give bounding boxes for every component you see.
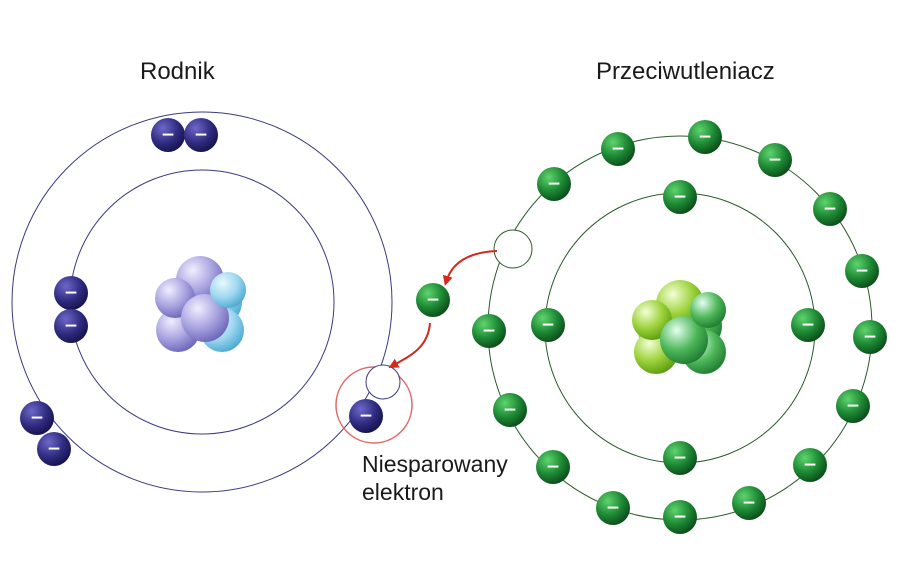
radical-electron: −	[54, 276, 88, 310]
antioxidant-vacancy	[493, 229, 533, 269]
antioxidant-atom: − − − − − − − − − − − − − − − − − − −	[472, 120, 887, 534]
antioxidant-title: Przeciwutleniacz	[596, 58, 775, 85]
antioxidant-inner-electron: −	[663, 441, 697, 475]
electron-sign: −	[541, 315, 555, 335]
radical-outer-orbit	[11, 111, 393, 493]
unpaired-electron: −	[349, 399, 383, 433]
radical-electron: −	[151, 118, 185, 152]
transfer-arrow-to-radical	[388, 322, 431, 368]
unpaired-label-line2: elektron	[362, 479, 444, 505]
radical-electron: −	[37, 432, 71, 466]
antioxidant-outer-electron: −	[758, 143, 792, 177]
donated-electron: −	[416, 283, 450, 317]
electron-sign: −	[863, 327, 877, 347]
antioxidant-outer-electron: −	[836, 389, 870, 423]
electron-sign: −	[606, 498, 620, 518]
electron-sign: −	[742, 493, 756, 513]
electron-sign: −	[855, 261, 869, 281]
antioxidant-outer-electron: −	[688, 120, 722, 154]
electron-sign: −	[673, 507, 687, 527]
electron-sign: −	[64, 316, 78, 336]
antioxidant-outer-electron: −	[813, 192, 847, 226]
electron-sign: −	[673, 187, 687, 207]
radical-nucleus	[155, 256, 246, 352]
electron-sign: −	[482, 321, 496, 341]
transfer-arrow-to-donated	[442, 250, 498, 286]
electron-sign: −	[698, 127, 712, 147]
antioxidant-outer-electron: −	[493, 393, 527, 427]
antioxidant-outer-electron: −	[596, 491, 630, 525]
antioxidant-outer-electron: −	[663, 500, 697, 534]
radical-vacancy	[365, 364, 401, 400]
electron-sign: −	[359, 406, 373, 426]
antioxidant-outer-electron: −	[537, 167, 571, 201]
antioxidant-outer-electron: −	[472, 314, 506, 348]
electron-sign: −	[673, 448, 687, 468]
radical-electron: −	[20, 401, 54, 435]
unpaired-label-line1: Niesparowany	[362, 451, 508, 477]
electron-sign: −	[768, 150, 782, 170]
radical-electrons: −−−−−−	[20, 118, 218, 466]
electron-sign: −	[47, 439, 61, 459]
donated-electron-particle: −	[416, 283, 450, 317]
unpaired-electron-group: −	[335, 364, 413, 444]
antioxidant-inner-electron: −	[663, 180, 697, 214]
electron-sign: −	[30, 408, 44, 428]
electron-sign: −	[64, 283, 78, 303]
antioxidant-nucleus	[632, 280, 726, 374]
electron-sign: −	[503, 400, 517, 420]
antioxidant-outer-electron: −	[845, 254, 879, 288]
antioxidant-electrons: − − − − − − − − − − − − − − − − − − −	[472, 120, 887, 534]
antioxidant-inner-electron: −	[531, 308, 565, 342]
electron-sign: −	[161, 125, 175, 145]
radical-title: Rodnik	[140, 58, 215, 85]
electron-sign: −	[801, 315, 815, 335]
antioxidant-outer-electron: −	[793, 448, 827, 482]
electron-sign: −	[823, 199, 837, 219]
unpaired-electron-label: Niesparowany elektron	[362, 450, 508, 506]
electron-sign: −	[611, 139, 625, 159]
electron-sign: −	[546, 457, 560, 477]
antioxidant-inner-electron: −	[791, 308, 825, 342]
antioxidant-outer-electron: −	[536, 450, 570, 484]
electron-sign: −	[803, 455, 817, 475]
radical-electron: −	[184, 118, 218, 152]
antioxidant-outer-electron: −	[853, 320, 887, 354]
antioxidant-outer-electron: −	[732, 486, 766, 520]
electron-sign: −	[426, 290, 440, 310]
electron-sign: −	[194, 125, 208, 145]
antioxidant-outer-electron: −	[601, 132, 635, 166]
radical-atom: −−−−−−	[11, 111, 393, 493]
electron-sign: −	[547, 174, 561, 194]
radical-electron: −	[54, 309, 88, 343]
unpaired-electron-particle: −	[349, 399, 383, 433]
electron-sign: −	[846, 396, 860, 416]
